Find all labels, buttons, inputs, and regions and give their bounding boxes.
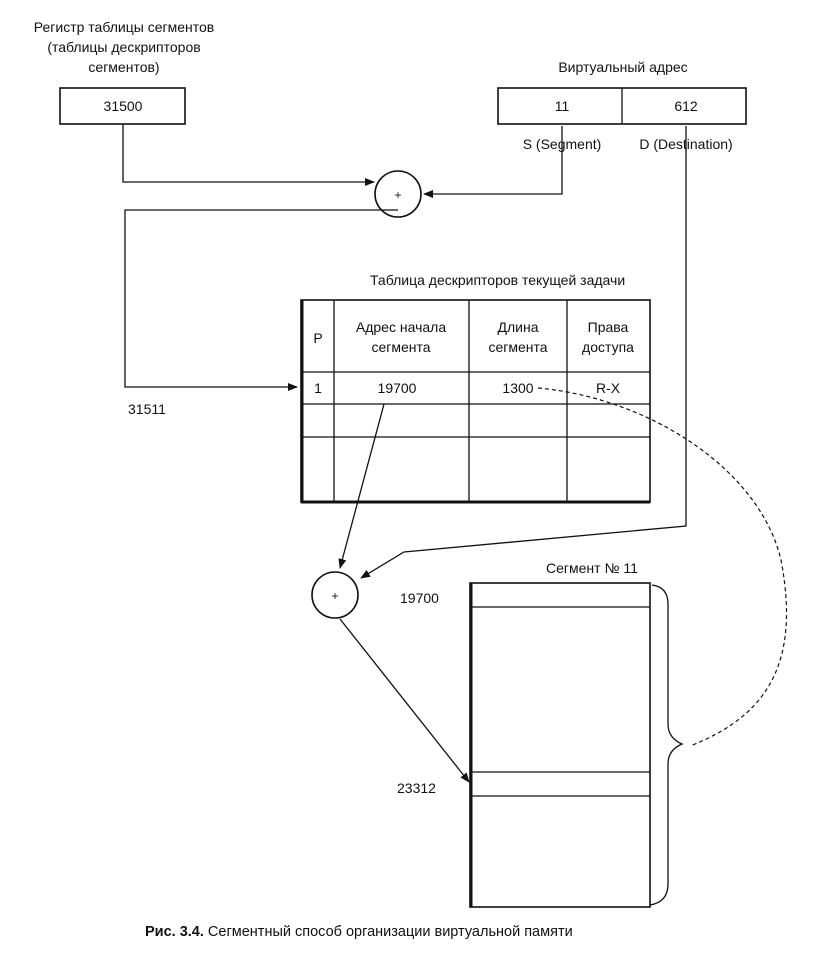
table-row-p: 1: [314, 380, 322, 396]
segment-block: [469, 582, 651, 908]
adder-1-circle: [374, 170, 422, 218]
table-header-length-line-1: Длина: [498, 319, 539, 335]
adder-to-table-arrow: [124, 209, 398, 391]
offset-field-value: 612: [674, 98, 698, 114]
segment-start-label: 19700: [400, 590, 439, 606]
segment-target-label: 23312: [397, 780, 436, 796]
register-title-line-3: сегментов): [88, 59, 159, 75]
adder-to-target-arrow: [339, 618, 470, 783]
caption-prefix: Рис. 3.4.: [145, 924, 204, 940]
segment-title: Сегмент № 11: [546, 560, 638, 576]
adder-2-symbol: +: [331, 589, 338, 603]
table-header-start-line-1: Адрес начала: [356, 319, 446, 335]
start-to-adder-arrow: [338, 403, 385, 569]
table-row-rights: R-X: [596, 380, 621, 396]
offset-to-adder-arrow: [360, 126, 687, 579]
table-header-rights-line-1: Права: [588, 319, 629, 335]
descriptor-table: [300, 299, 651, 503]
segment-field-value: 11: [555, 98, 570, 114]
segment-brace: [649, 584, 684, 906]
adder-1-symbol: +: [394, 188, 401, 202]
register-value: 31500: [104, 98, 143, 114]
register-title-line-1: Регистр таблицы сегментов: [34, 19, 214, 35]
computed-address-label: 31511: [128, 401, 166, 417]
virtual-address-title: Виртуальный адрес: [558, 59, 687, 75]
register-to-adder-arrow: [122, 124, 375, 186]
adder-2-circle: [311, 571, 359, 619]
table-header-length-line-2: сегмента: [488, 339, 547, 355]
caption-text: Сегментный способ организации виртуально…: [204, 924, 573, 940]
table-header-p: P: [313, 330, 322, 346]
table-row-length: 1300: [502, 380, 533, 396]
register-box: [59, 87, 186, 125]
table-header-start-line-2: сегмента: [371, 339, 430, 355]
descriptor-table-title: Таблица дескрипторов текущей задачи: [370, 272, 625, 288]
table-header-rights-line-2: доступа: [582, 339, 634, 355]
length-dashed-curve: [537, 387, 788, 747]
figure-caption: Рис. 3.4. Сегментный способ организации …: [145, 924, 573, 940]
table-row-start: 19700: [378, 380, 417, 396]
segment-to-adder-arrow: [423, 126, 563, 198]
register-title-line-2: (таблицы дескрипторов: [47, 39, 200, 55]
